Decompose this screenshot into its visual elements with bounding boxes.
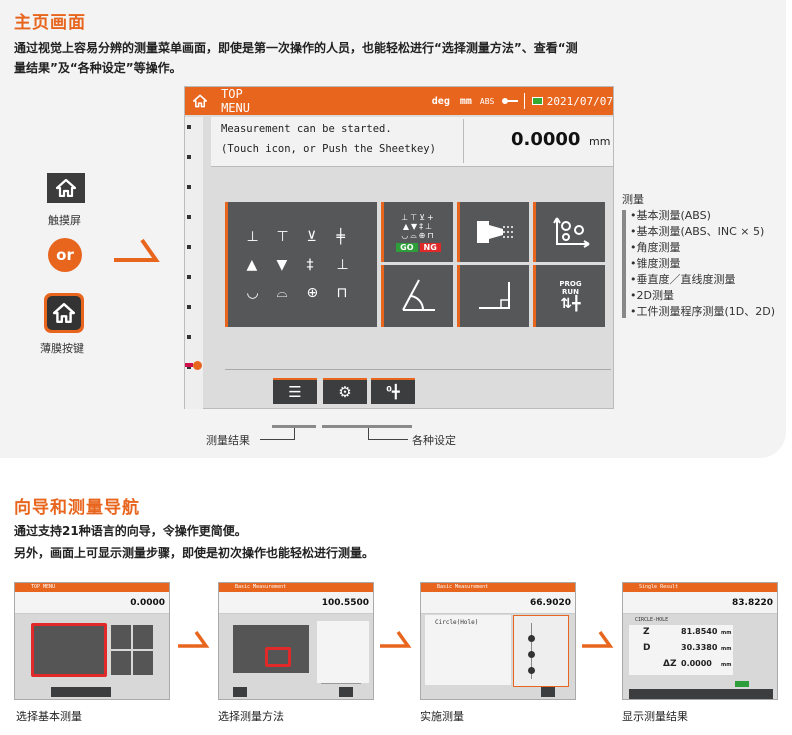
2d-axis-icon <box>552 217 590 248</box>
feature-bracket <box>622 210 626 318</box>
caption-results: 显示测量结果 <box>622 710 688 723</box>
section2-desc-line2: 另外，画面上可显示测量步骤，即使是初次操作也能轻松进行测量。 <box>14 546 375 560</box>
bottom-bar <box>225 369 611 370</box>
thumb-value: 83.8220 <box>732 598 773 608</box>
thumb-show-results: Single Result 83.8220 CIRCLE-HOLE Z 81.8… <box>622 582 778 700</box>
tile-basic-measurement[interactable]: ⊥⊤⊻╪ ▲▼‡⊥ ◡⌓⊕⊓ <box>225 202 377 327</box>
display-value: 0.0000 <box>511 129 581 150</box>
section1-desc-line2: 量结果”及“各种设定”等操作。 <box>14 61 182 75</box>
feature-item: •垂直度／直线度测量 <box>630 273 736 286</box>
tile-2d-measurement[interactable] <box>533 202 605 262</box>
caption-select-method: 选择测量方法 <box>218 710 284 723</box>
taper-icon <box>476 221 515 243</box>
feature-item: •锥度测量 <box>630 257 681 270</box>
caption-perform: 实施测量 <box>420 710 464 723</box>
tile-angle-measurement[interactable] <box>381 265 453 327</box>
callout-line-settings <box>322 425 412 428</box>
feature-item: •2D测量 <box>630 289 674 302</box>
thumb-result-row: Z 81.8540 mm <box>643 627 732 637</box>
thumb-perform-measurement: Basic Measurement 66.9020 Circle(Hole) <box>420 582 576 700</box>
feature-heading: 测量 <box>622 193 644 206</box>
results-button[interactable]: ☰ <box>273 378 317 404</box>
message-line1: Measurement can be started. <box>221 123 392 135</box>
tile-taper-measurement[interactable] <box>457 202 529 262</box>
left-scale-strip <box>185 117 203 409</box>
key-icon <box>502 98 519 104</box>
screen-date: 2021/07/07 <box>546 94 613 108</box>
callout-results: 测量结果 <box>206 434 250 447</box>
thumb-basic-tile <box>31 623 107 677</box>
go-badge: GO <box>396 242 418 252</box>
abs-label: ABS <box>479 96 495 106</box>
feature-item: •基本测量(ABS、INC × 5) <box>630 225 765 238</box>
thumb-value: 66.9020 <box>530 598 571 608</box>
feature-list: •基本测量(ABS) •基本测量(ABS、INC × 5) •角度测量 •锥度测… <box>630 208 775 320</box>
tile-perpendicularity[interactable] <box>457 265 529 327</box>
tools-button[interactable]: ⁰╋ <box>371 378 415 404</box>
arrow-right-icon <box>114 238 160 262</box>
unit-mm: mm <box>459 95 472 107</box>
feature-item: •工件测量程序测量(1D、2D) <box>630 305 776 318</box>
thumb-select-method: Basic Measurement 100.5500 <box>218 582 374 700</box>
perpendicular-icon <box>478 282 510 309</box>
thumb-title: TOP MENU <box>31 584 56 590</box>
or-label: or <box>56 246 74 264</box>
thumb-title: Single Result <box>639 584 679 590</box>
display-value-unit: mm <box>589 135 611 148</box>
message-area: Measurement can be started. (Touch icon,… <box>211 117 613 167</box>
section1-title: 主页画面 <box>14 13 86 33</box>
tile-basic-abs-inc[interactable]: ⊥⊤⊻+ ▲▼‡⊥ ◡⌓⊕⊓ GO NG <box>381 202 453 262</box>
thumb-title: Basic Measurement <box>235 584 287 590</box>
thumb-step-label: Circle(Hole) <box>435 619 479 626</box>
battery-icon <box>532 97 543 105</box>
or-badge: or <box>48 238 82 272</box>
arrow-right-icon <box>380 630 412 648</box>
message-line2: (Touch icon, or Push the Sheetkey) <box>221 143 436 155</box>
thumb-mode-label: CIRCLE-HOLE <box>635 617 669 623</box>
thumb-result-row: ΔZ 0.0000 mm <box>663 659 732 669</box>
ng-badge: NG <box>419 242 441 252</box>
arrow-right-icon <box>178 630 210 648</box>
device-screen: TOP MENU deg mm ABS 2021/07/07 Measureme… <box>184 86 614 409</box>
sheetkey-home-icon <box>44 293 84 333</box>
settings-button[interactable]: ⚙ <box>323 378 367 404</box>
prog-label: PROG <box>559 280 582 288</box>
angle-icon <box>401 279 435 311</box>
thumb-step-panel <box>513 615 569 687</box>
caption-select-basic: 选择基本测量 <box>16 710 82 723</box>
list-icon: ☰ <box>288 383 302 401</box>
thumb-value: 100.5500 <box>321 598 369 608</box>
thumb-title: Basic Measurement <box>437 584 489 590</box>
program-run-icon: ⇅╋ <box>560 296 581 312</box>
home-icon[interactable] <box>193 92 208 110</box>
section2-desc-line1: 通过支持21种语言的向导，令操作更简便。 <box>14 524 247 538</box>
screen-title: TOP MENU <box>221 87 250 115</box>
indicator-dot <box>193 361 202 370</box>
section2-title: 向导和测量导航 <box>14 498 140 518</box>
section1-desc-line1: 通过视觉上容易分辨的测量菜单画面，即使是第一次操作的人员，也能轻松进行“选择测量… <box>14 41 578 55</box>
thumb-result-row: D 30.3380 mm <box>643 643 732 653</box>
tools-icon: ⁰╋ <box>386 384 400 400</box>
touch-label: 触摸屏 <box>48 214 81 227</box>
feature-item: •基本测量(ABS) <box>630 209 711 222</box>
run-label: RUN <box>562 288 579 296</box>
touch-home-icon <box>47 173 85 203</box>
tile-program-run[interactable]: PROG RUN ⇅╋ <box>533 265 605 327</box>
arrow-right-icon <box>582 630 614 648</box>
gear-icon: ⚙ <box>338 383 352 401</box>
sheetkey-label: 薄膜按键 <box>40 342 84 355</box>
measure-sym-icon: ⊥ <box>246 228 259 245</box>
thumb-value: 0.0000 <box>130 598 165 608</box>
callout-line-results <box>272 425 316 428</box>
feature-item: •角度测量 <box>630 241 681 254</box>
thumb-top-menu: TOP MENU 0.0000 <box>14 582 170 700</box>
screen-header: TOP MENU deg mm ABS 2021/07/07 <box>185 87 613 115</box>
callout-settings: 各种设定 <box>412 434 456 447</box>
unit-deg: deg <box>431 95 450 107</box>
thumb-method-selected <box>265 647 291 667</box>
